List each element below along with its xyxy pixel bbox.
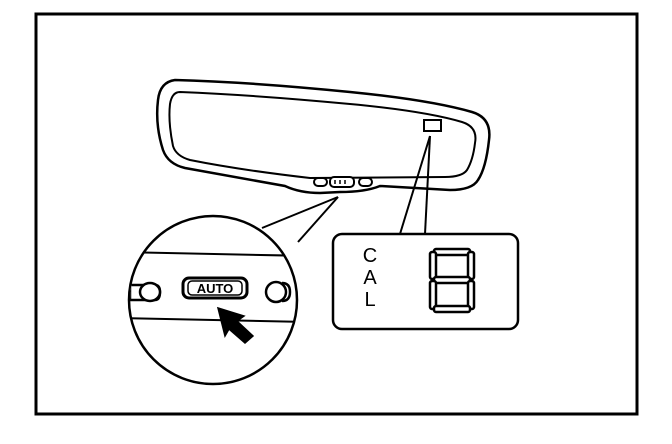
- display-letter-c: C: [363, 245, 377, 267]
- mirror-sensor-window: [423, 119, 442, 132]
- mirror-housing: [155, 78, 491, 195]
- mirror-glass: [168, 90, 477, 180]
- seven-segment-digit: [428, 247, 476, 314]
- display-letter-a: A: [363, 267, 377, 289]
- press-arrow-icon: [216, 306, 255, 344]
- mirror-left-switch-small: [313, 177, 328, 187]
- display-letter-l: L: [364, 289, 375, 311]
- mirror-auto-button-small: [329, 176, 355, 188]
- callout-lines: [261, 135, 431, 243]
- mirror-right-switch-small: [358, 177, 373, 187]
- rearview-mirror: [155, 78, 491, 195]
- magnified-button-circle: AUTO: [127, 214, 299, 386]
- cal-display: C A L 8: [331, 232, 520, 331]
- figure-border: [34, 12, 639, 416]
- auto-button-label: AUTO: [197, 281, 234, 296]
